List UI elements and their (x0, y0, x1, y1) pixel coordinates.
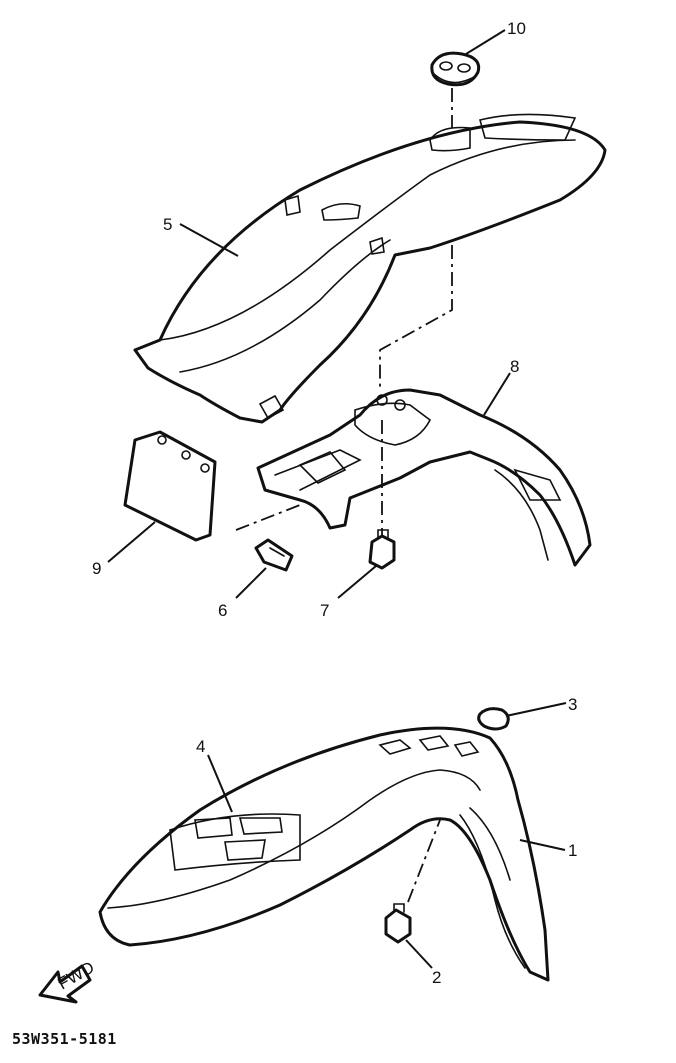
callout-6: 6 (218, 601, 227, 620)
drawing-code: 53W351-5181 (12, 1030, 117, 1048)
leader-line-4 (207, 754, 233, 813)
part-9-mud-flap (123, 430, 217, 542)
leader-line-8 (483, 372, 511, 416)
callout-10: 10 (507, 19, 526, 38)
leader-line-5 (179, 223, 239, 257)
callout-2: 2 (432, 968, 441, 987)
fwd-direction-arrow: FWD (38, 958, 98, 1004)
leader-line-10 (465, 29, 506, 55)
callout-8: 8 (510, 357, 519, 376)
part-6-bolt (254, 538, 294, 572)
alignment-line-2-to-1 (407, 819, 441, 903)
callout-9: 9 (92, 559, 101, 578)
leader-line-6 (235, 567, 267, 599)
part-3-grommet (477, 707, 510, 731)
alignment-line-5-to-8 (379, 245, 453, 390)
leader-line-7 (337, 565, 377, 599)
callout-3: 3 (568, 695, 577, 714)
part-10-grommet (430, 51, 481, 87)
callout-5: 5 (163, 215, 172, 234)
leader-line-9 (107, 521, 156, 563)
part-1-front-fender (98, 726, 550, 982)
leader-line-1 (519, 839, 566, 851)
leader-line-2 (405, 939, 433, 969)
leader-line-3 (505, 702, 567, 717)
part-4-decal (169, 813, 301, 871)
callout-7: 7 (320, 601, 329, 620)
alignment-line-6 (235, 504, 301, 531)
callout-4: 4 (196, 737, 205, 756)
callout-1: 1 (568, 841, 577, 860)
part-8-inner-fender (256, 388, 592, 567)
part-5-rear-fender (133, 113, 607, 424)
part-2-bolt (384, 903, 412, 944)
